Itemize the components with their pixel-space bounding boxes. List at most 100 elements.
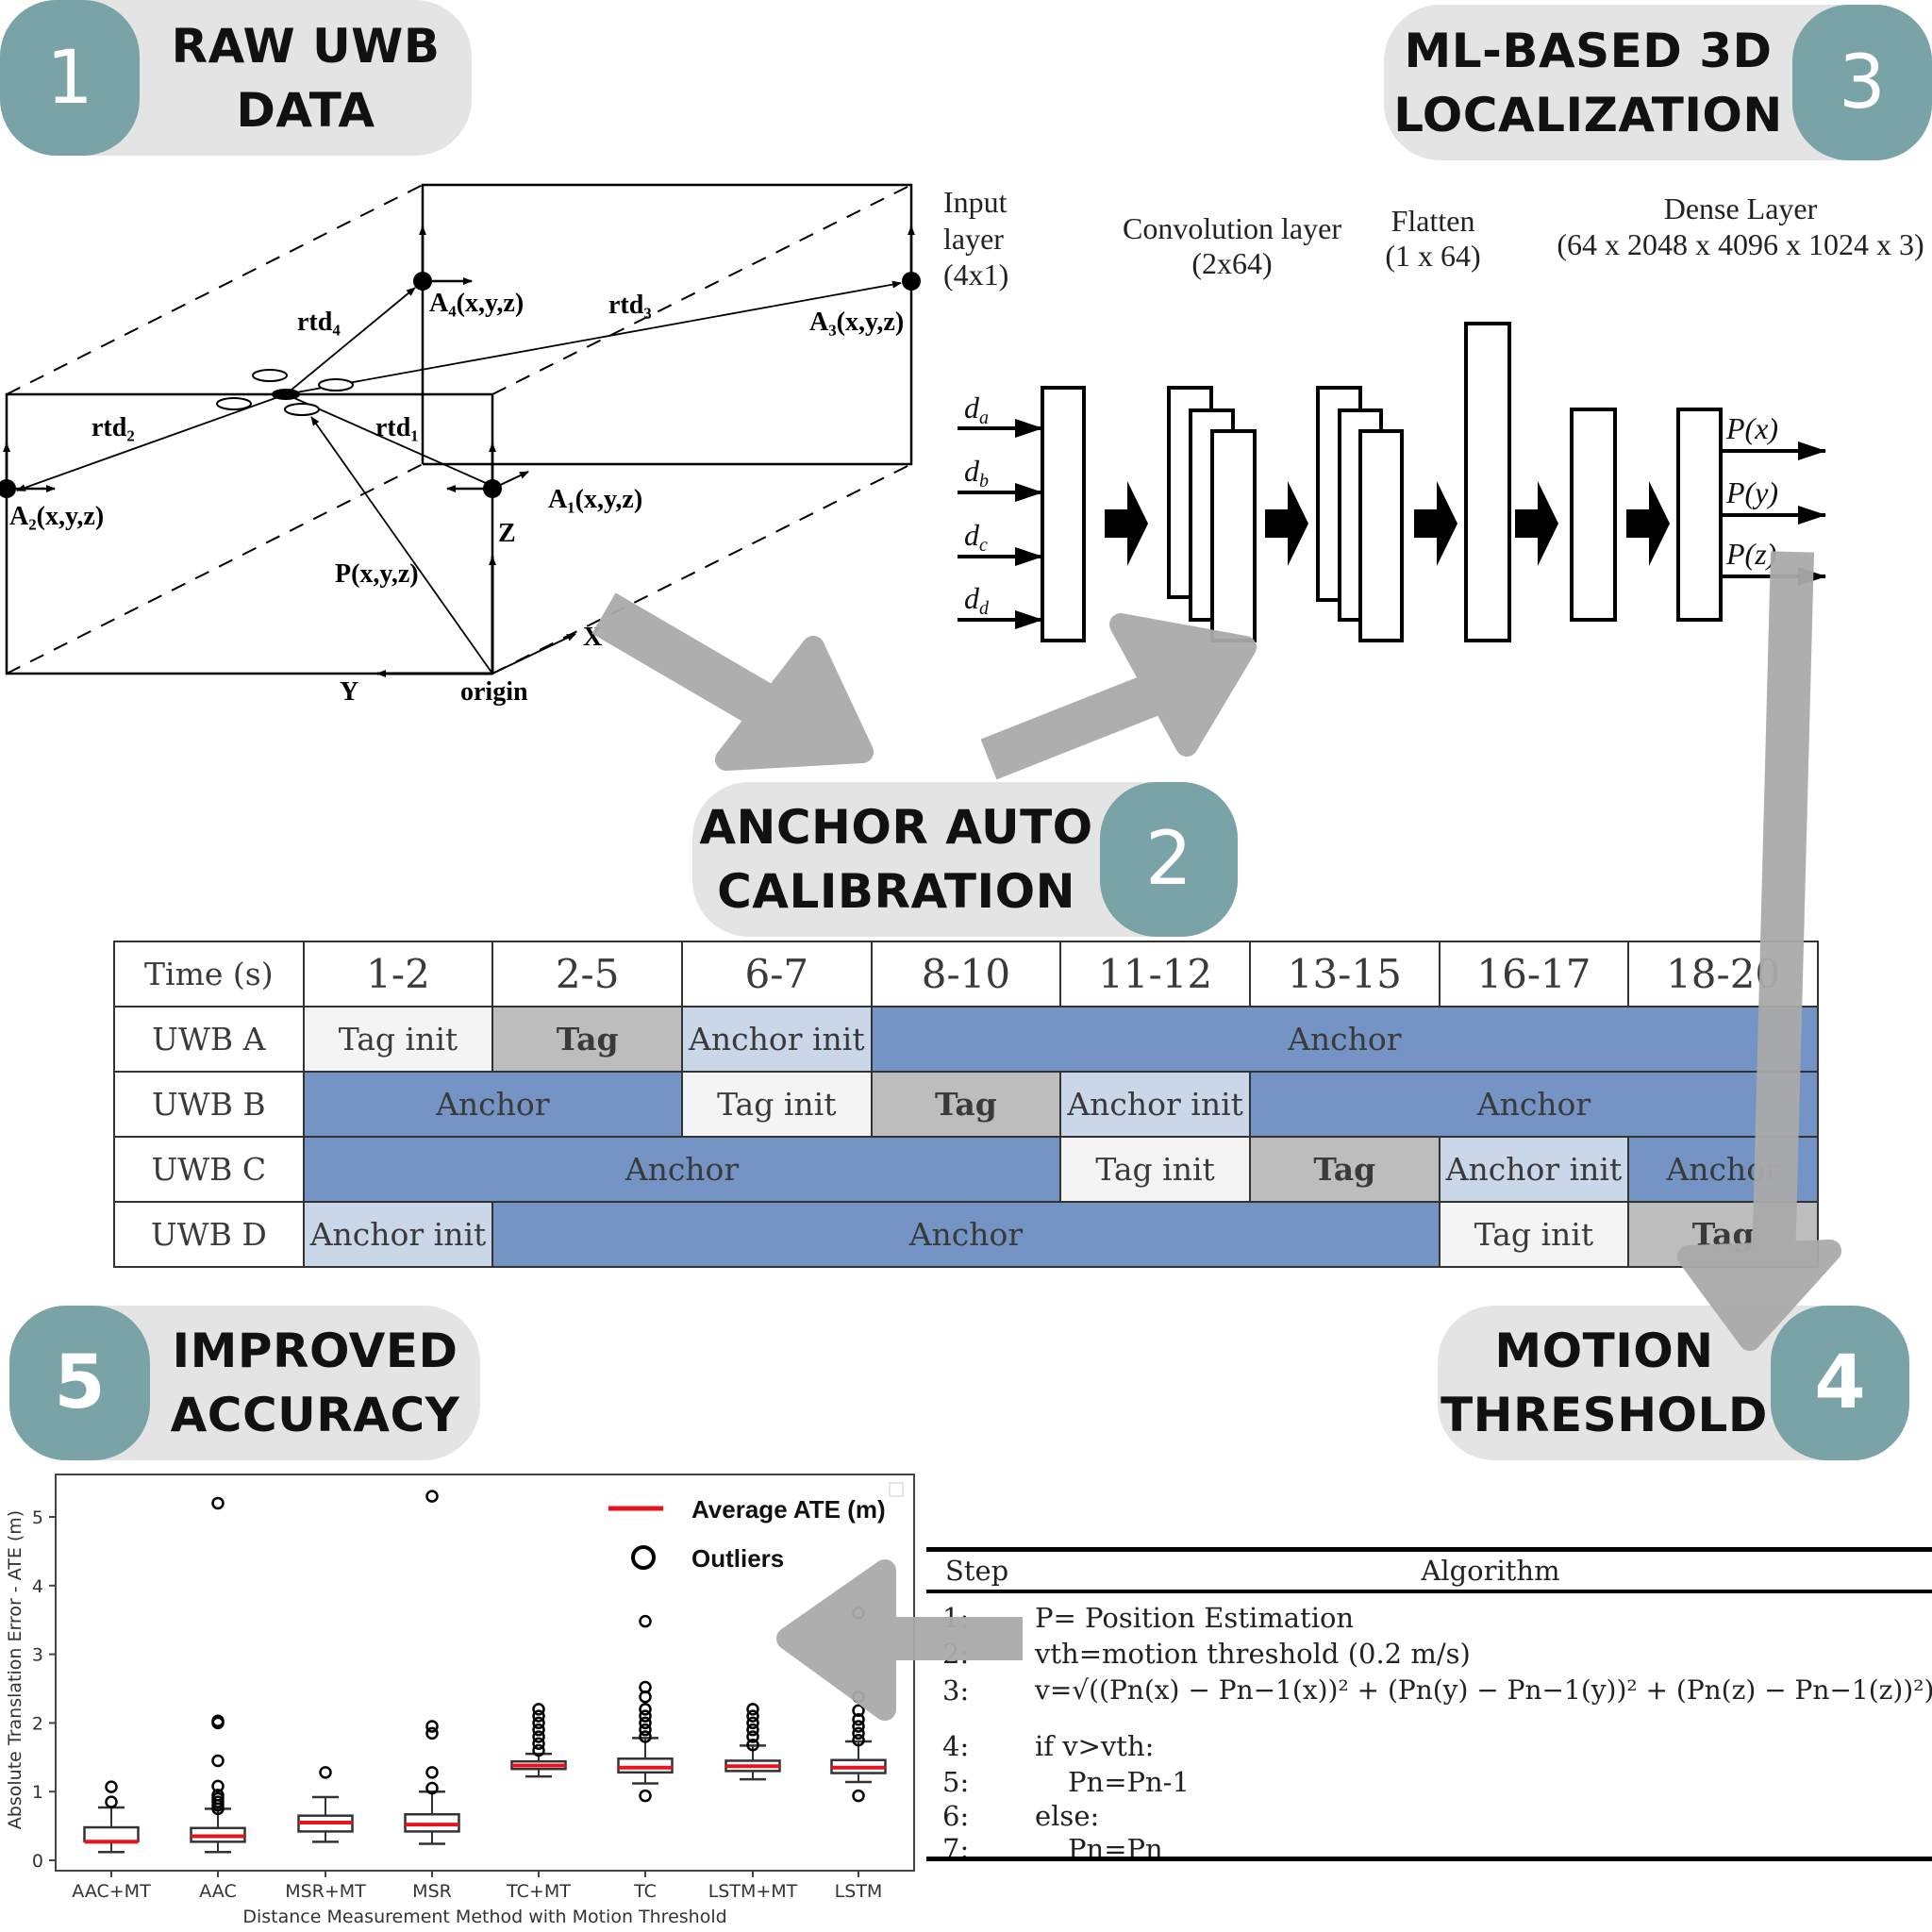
step-number: 5: bbox=[942, 1766, 970, 1798]
dense-block bbox=[1570, 408, 1617, 622]
badge-anchor-calibration: ANCHOR AUTO CALIBRATION 2 bbox=[692, 782, 1238, 937]
outlier-point bbox=[746, 1723, 759, 1737]
header-step: Step bbox=[945, 1555, 1009, 1587]
label-z: Z bbox=[498, 519, 516, 548]
role-cell: Anchor init bbox=[680, 1006, 873, 1073]
legend-handle bbox=[889, 1482, 904, 1497]
output-pz: P(z) bbox=[1725, 537, 1776, 571]
dense-label: Dense Layer bbox=[1664, 192, 1818, 225]
outlier-point bbox=[425, 1781, 439, 1795]
outlier-point bbox=[639, 1703, 652, 1716]
step-text: P= Position Estimation bbox=[1035, 1602, 1355, 1634]
black-block-arrow-icon bbox=[1414, 481, 1457, 566]
anchor-dots bbox=[0, 272, 921, 498]
header-cell: 2-5 bbox=[491, 941, 683, 1008]
header-cell: 1-2 bbox=[302, 941, 494, 1008]
role-cell: Tag init bbox=[680, 1071, 873, 1138]
row-label: UWB D bbox=[113, 1201, 305, 1268]
header-cell: 8-10 bbox=[870, 941, 1062, 1008]
front-face bbox=[5, 392, 494, 675]
header-cell: 16-17 bbox=[1438, 941, 1630, 1008]
box-AAC bbox=[190, 1496, 246, 1854]
title-line: RAW UWB bbox=[171, 18, 441, 74]
y-tick-label: 0 bbox=[32, 1851, 43, 1872]
y-tick-label: 5 bbox=[32, 1507, 43, 1528]
flatten-label: Flatten bbox=[1391, 204, 1475, 238]
x-tick-label: AAC+MT bbox=[72, 1881, 151, 1902]
role-cell: Anchor init bbox=[1438, 1136, 1630, 1203]
step-number: 4: bbox=[942, 1730, 970, 1762]
legend-outlier-label: Outliers bbox=[691, 1544, 784, 1573]
y-axis-label: Absolute Translation Error - ATE (m) bbox=[5, 1510, 25, 1829]
x-tick-label: MSR+MT bbox=[285, 1881, 366, 1902]
outlier-point bbox=[852, 1720, 865, 1733]
conv-block bbox=[1358, 429, 1404, 642]
black-block-arrow-icon bbox=[1105, 481, 1148, 566]
depth-edges bbox=[6, 184, 912, 675]
outlier-point bbox=[211, 1714, 225, 1727]
input-da: da bbox=[964, 391, 989, 428]
role-cell: Tag bbox=[1627, 1201, 1819, 1268]
y-tick-label: 3 bbox=[32, 1645, 43, 1666]
step-title: MOTION THRESHOLD bbox=[1438, 1306, 1771, 1460]
title-line: DATA bbox=[236, 82, 375, 138]
outlier-point bbox=[746, 1703, 759, 1716]
title-line: ANCHOR AUTO bbox=[699, 800, 1093, 855]
outlier-point bbox=[211, 1789, 225, 1802]
conv-size: (2x64) bbox=[1191, 246, 1272, 280]
outlier-point bbox=[425, 1766, 439, 1779]
role-cell: Tag init bbox=[1438, 1201, 1630, 1268]
title-line: THRESHOLD bbox=[1441, 1388, 1768, 1442]
outlier-point bbox=[746, 1738, 759, 1752]
role-cell: Tag bbox=[870, 1071, 1062, 1138]
row-label: UWB A bbox=[113, 1006, 305, 1073]
label-y: Y bbox=[340, 677, 358, 707]
outlier-point bbox=[211, 1496, 225, 1510]
header-cell: 11-12 bbox=[1059, 941, 1251, 1008]
outlier-point bbox=[639, 1730, 652, 1743]
step-title: IMPROVED ACCURACY bbox=[150, 1306, 480, 1460]
role-cell: Tag bbox=[1248, 1136, 1441, 1203]
step-text: vth=motion threshold (0.2 m/s) bbox=[1035, 1638, 1471, 1670]
box-TC+MT bbox=[510, 1703, 567, 1778]
outlier-point bbox=[639, 1614, 652, 1628]
anchor-1-icon bbox=[483, 479, 502, 498]
iqr-box bbox=[83, 1825, 140, 1842]
y-tick-label: 4 bbox=[32, 1576, 43, 1597]
label-rtd4: rtd₄ bbox=[297, 308, 341, 337]
input-dc: dc bbox=[964, 518, 988, 556]
y-tick-label: 2 bbox=[32, 1713, 43, 1734]
layer-labels: Input layer (4x1) Convolution layer (2x6… bbox=[943, 185, 1924, 291]
output-px: P(x) bbox=[1725, 411, 1778, 445]
step-number: 3 bbox=[1792, 5, 1932, 160]
x-tick-label: LSTM+MT bbox=[708, 1881, 798, 1902]
x-axis-label: Distance Measurement Method with Motion … bbox=[242, 1907, 726, 1927]
x-tick-label: TC+MT bbox=[506, 1881, 571, 1902]
box-LSTM+MT bbox=[724, 1703, 781, 1781]
step-text: v=√((Pn(x) − Pn−1(x))² + (Pn(y) − Pn−1(y… bbox=[1035, 1674, 1932, 1706]
step-number: 5 bbox=[9, 1306, 150, 1460]
outlier-point bbox=[639, 1716, 652, 1730]
header-cell: Time (s) bbox=[113, 941, 305, 1008]
flatten-block bbox=[1464, 322, 1511, 642]
role-cell: Tag init bbox=[1059, 1136, 1251, 1203]
row-label: UWB B bbox=[113, 1071, 305, 1138]
outlier-point bbox=[532, 1730, 545, 1743]
black-block-arrow-icon bbox=[1265, 481, 1308, 566]
outlier-point bbox=[532, 1743, 545, 1757]
outlier-point bbox=[425, 1726, 439, 1740]
label-rtd3: rtd₃ bbox=[608, 291, 652, 320]
outlier-point bbox=[532, 1716, 545, 1730]
label-rtd2: rtd₂ bbox=[92, 413, 135, 442]
outlier-point bbox=[639, 1709, 652, 1723]
outlier-point bbox=[105, 1780, 118, 1793]
step-title: ANCHOR AUTO CALIBRATION bbox=[692, 782, 1100, 937]
step-title: RAW UWB DATA bbox=[140, 0, 472, 156]
title-line: LOCALIZATION bbox=[1393, 87, 1783, 142]
step-text: Pn=Pn-1 bbox=[1068, 1766, 1190, 1798]
badge-ml-localization: ML-BASED 3D LOCALIZATION 3 bbox=[1384, 5, 1932, 160]
